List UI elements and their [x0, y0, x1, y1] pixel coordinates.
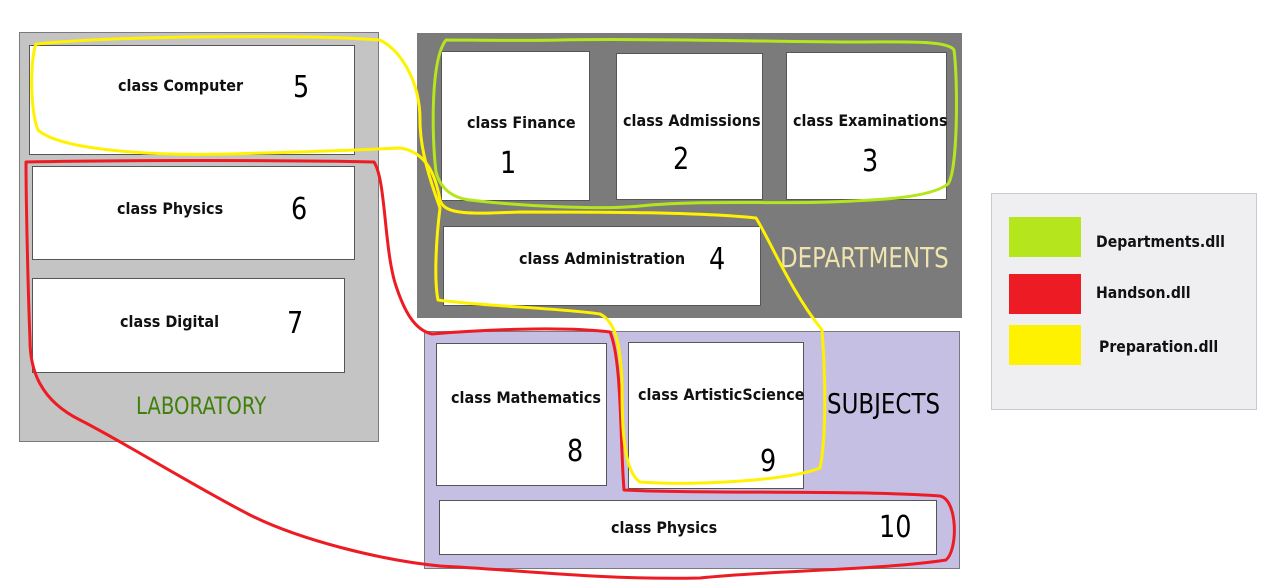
- class-number-mathematics: 8: [567, 434, 584, 469]
- class-label-digital: class Digital: [120, 312, 220, 331]
- class-label-computer: class Computer: [118, 76, 244, 95]
- class-number-computer: 5: [293, 70, 310, 105]
- class-label-mathematics: class Mathematics: [451, 388, 601, 407]
- legend-swatch-preparation: [1009, 325, 1081, 365]
- class-number-artisticscience: 9: [760, 444, 777, 479]
- class-label-physics-subject: class Physics: [611, 518, 718, 537]
- subjects-title: SUBJECTS: [827, 387, 941, 420]
- class-number-administration: 4: [709, 242, 726, 277]
- legend-label-departments: Departments.dll: [1096, 232, 1225, 251]
- laboratory-title: LABORATORY: [136, 392, 267, 420]
- class-number-physics-subject: 10: [879, 510, 912, 545]
- class-box-artisticscience: [628, 342, 804, 489]
- class-label-physics-lab: class Physics: [117, 199, 224, 218]
- class-label-admissions: class Admissions: [623, 111, 761, 130]
- class-label-artisticscience: class ArtisticScience: [638, 385, 805, 404]
- class-number-finance: 1: [500, 146, 517, 181]
- legend-swatch-handson: [1009, 274, 1081, 314]
- class-label-administration: class Administration: [519, 249, 686, 268]
- class-label-finance: class Finance: [467, 113, 576, 132]
- class-number-admissions: 2: [673, 142, 690, 177]
- departments-title: DEPARTMENTS: [780, 241, 949, 274]
- class-number-physics-lab: 6: [291, 192, 308, 227]
- legend-label-preparation: Preparation.dll: [1099, 337, 1219, 356]
- class-number-digital: 7: [287, 306, 304, 341]
- legend-label-handson: Handson.dll: [1096, 283, 1191, 302]
- legend-swatch-departments: [1009, 217, 1081, 257]
- legend: Departments.dll Handson.dll Preparation.…: [991, 193, 1257, 410]
- class-label-examinations: class Examinations: [793, 111, 948, 130]
- class-number-examinations: 3: [862, 144, 879, 179]
